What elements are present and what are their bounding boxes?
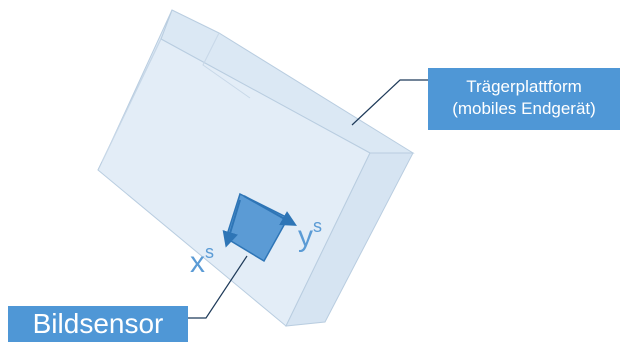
sensor-callout: Bildsensor [8, 306, 188, 342]
y-axis-base: y [298, 220, 313, 253]
x-axis-superscript: s [205, 242, 214, 262]
platform-inner-edge [101, 38, 162, 163]
platform-callout-line2: (mobiles Endgerät) [452, 99, 596, 118]
x-axis-arrow [222, 199, 241, 248]
sensor-leader-line [187, 255, 248, 319]
y-axis-superscript: s [313, 216, 322, 236]
platform-back-edges [202, 32, 251, 99]
x-axis-label: xs [190, 242, 214, 279]
image-sensor [222, 192, 297, 263]
x-axis-base: x [190, 246, 205, 279]
platform-callout-line1: Trägerplattform [466, 77, 582, 96]
platform-callout: Trägerplattform (mobiles Endgerät) [428, 68, 620, 130]
platform-leader-line [351, 79, 428, 126]
carrier-platform-box [97, 9, 415, 327]
y-axis-label: ys [298, 216, 322, 253]
platform-right-face [285, 152, 414, 327]
sensor-plate [225, 192, 290, 263]
y-axis-arrow [243, 195, 297, 226]
